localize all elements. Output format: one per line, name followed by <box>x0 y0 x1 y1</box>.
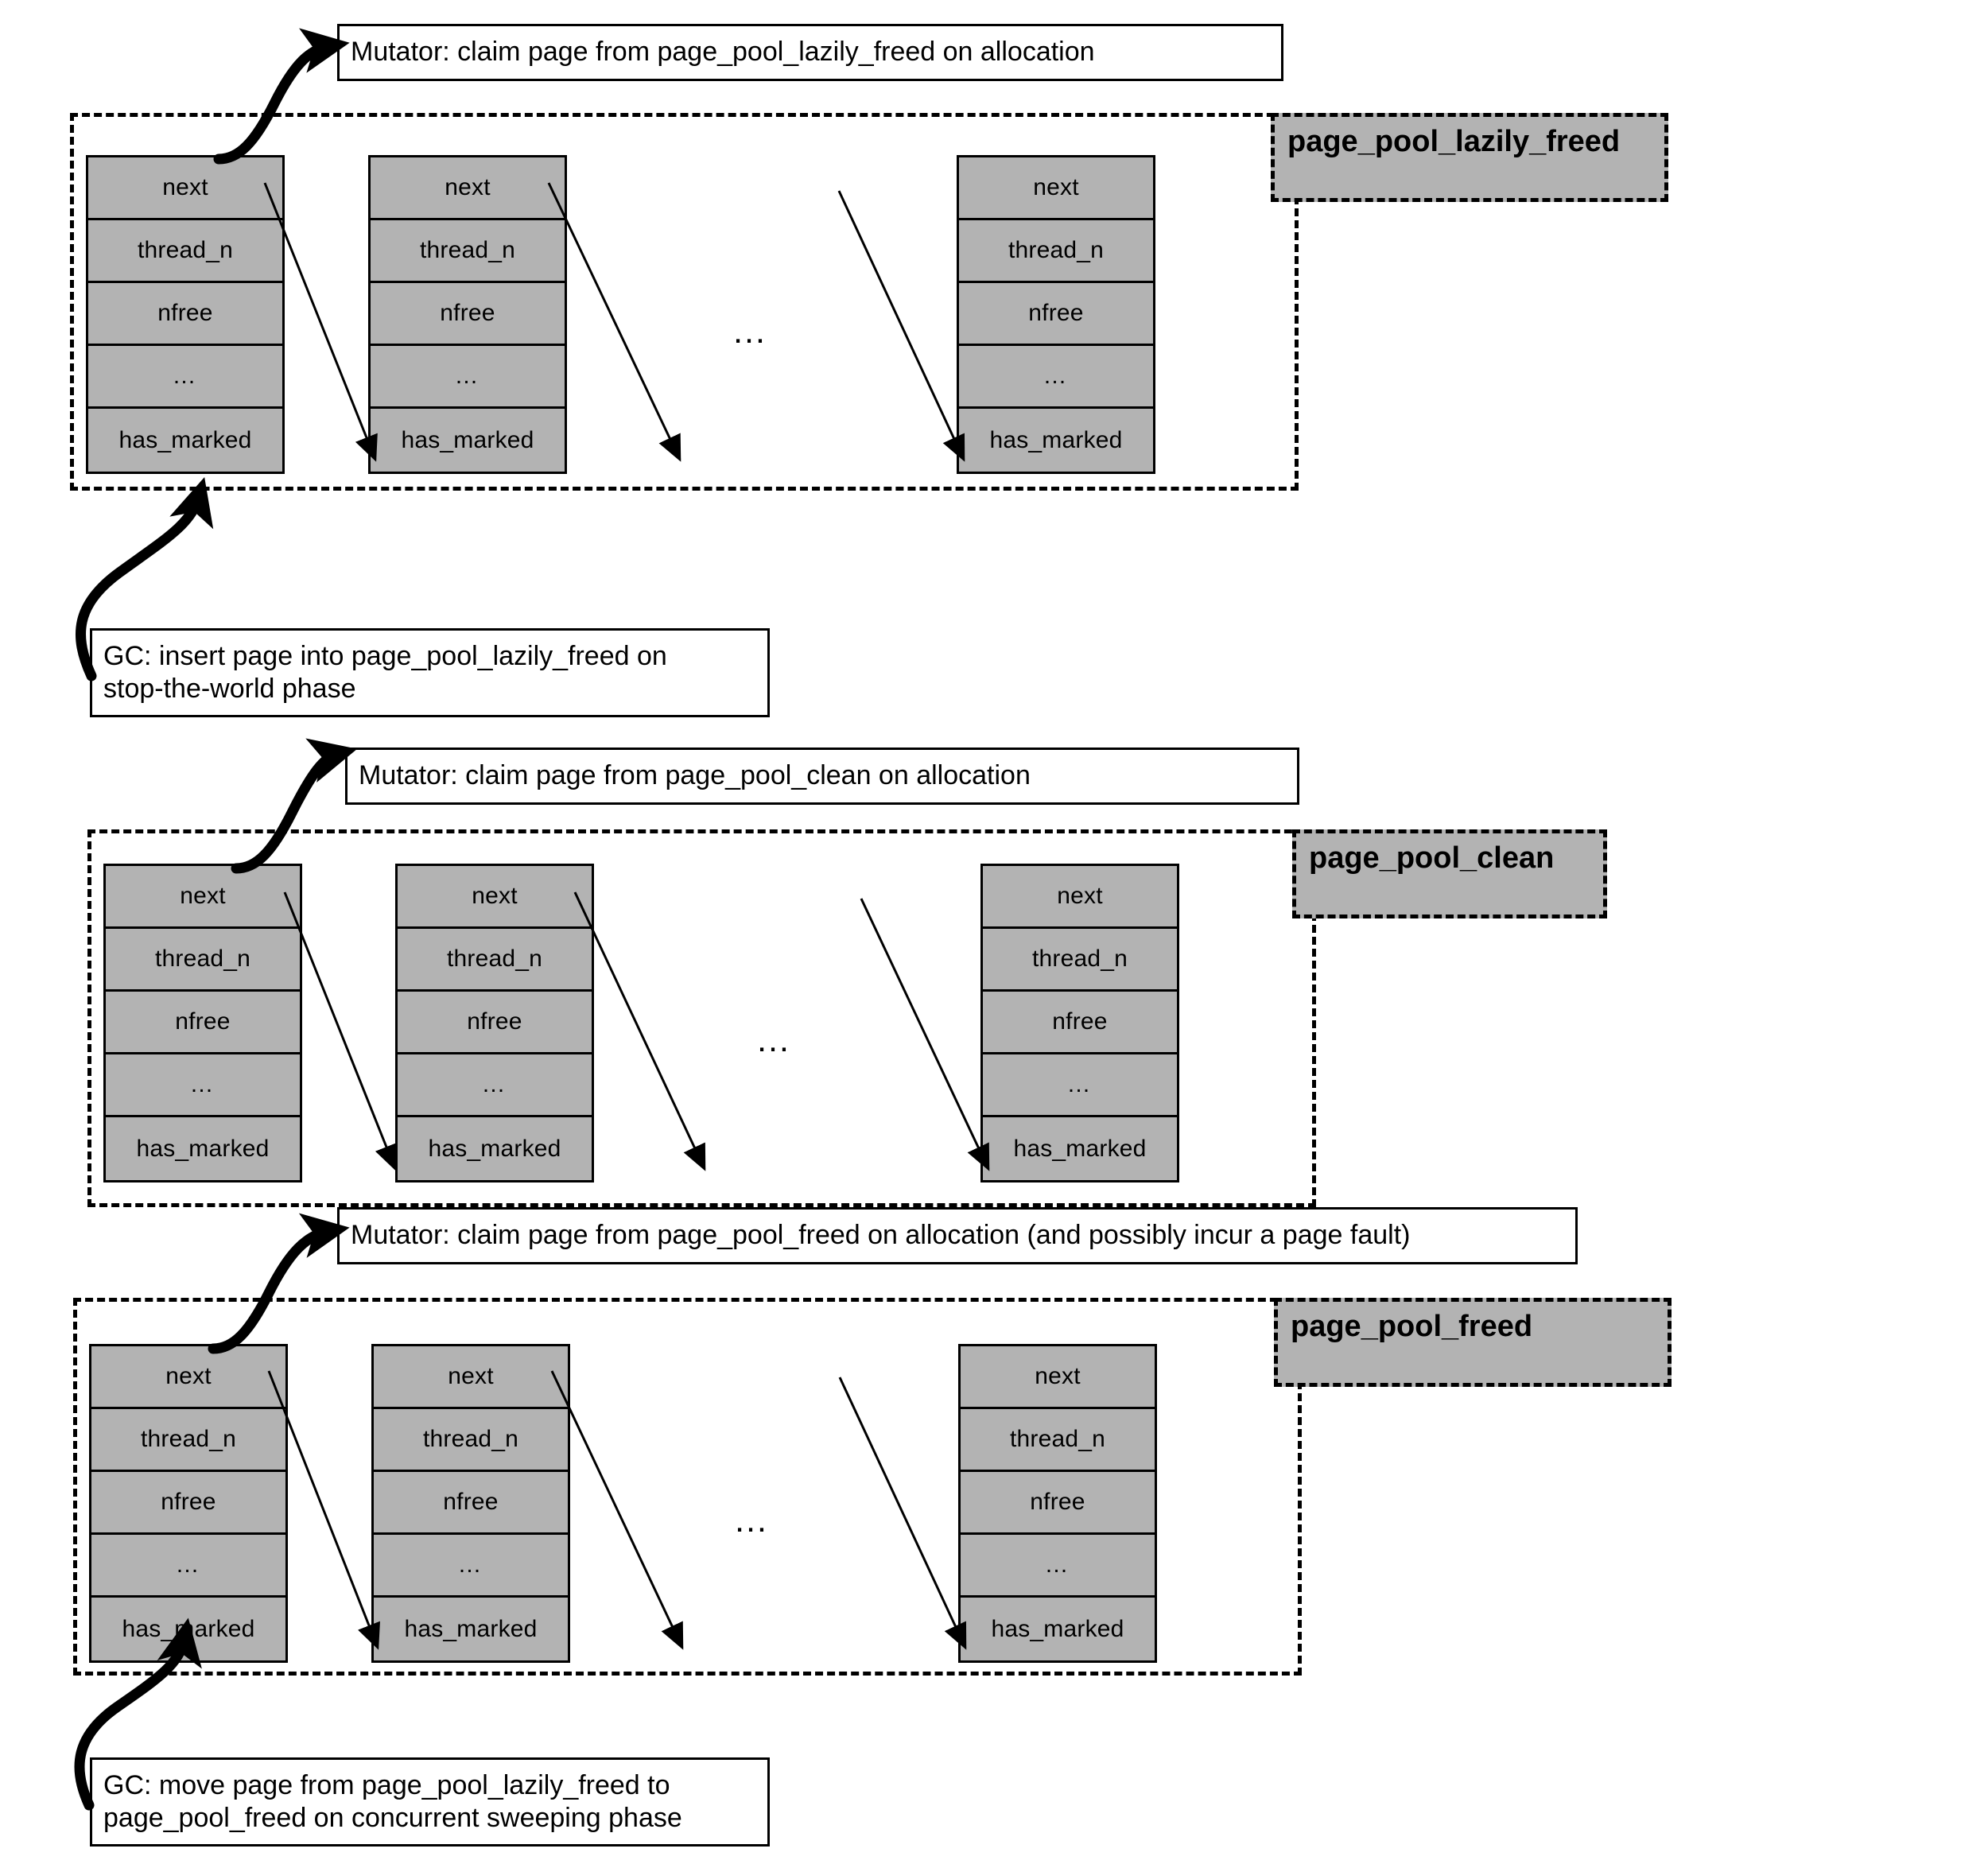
callout-mutator-freed-text: Mutator: claim page from page_pool_freed… <box>351 1220 1411 1251</box>
pool-label-lazily-freed-text: page_pool_lazily_freed <box>1287 125 1621 158</box>
struct-field-next: next <box>983 866 1177 929</box>
struct-field-thread-n: thread_n <box>88 220 282 283</box>
callout-mutator-freed: Mutator: claim page from page_pool_freed… <box>337 1207 1578 1264</box>
callout-mutator-lazily-freed-text: Mutator: claim page from page_pool_lazil… <box>351 37 1095 68</box>
struct-field-has-marked: has_marked <box>991 1615 1124 1642</box>
pool-label-freed: page_pool_freed <box>1274 1298 1672 1387</box>
struct-field-thread-n: thread_n <box>374 1409 568 1472</box>
struct-field-thread-n: thread_n <box>106 929 300 992</box>
struct-page-freed-3: next thread_n nfree … has_marked <box>958 1344 1157 1663</box>
gap-ellipsis-lazily-freed: … <box>732 312 772 351</box>
struct-field-next: next <box>398 866 592 929</box>
struct-field-has-marked: has_marked <box>989 426 1123 453</box>
gap-ellipsis-freed: … <box>733 1501 774 1540</box>
struct-field-ellipsis: … <box>398 1054 592 1117</box>
struct-page-lazily-freed-1: next thread_n nfree … has_marked <box>86 155 285 474</box>
struct-field-thread-n: thread_n <box>961 1409 1155 1472</box>
callout-mutator-lazily-freed: Mutator: claim page from page_pool_lazil… <box>337 24 1283 81</box>
struct-field-nfree: nfree <box>106 992 300 1054</box>
pool-label-clean-text: page_pool_clean <box>1309 841 1555 875</box>
struct-field-ellipsis: … <box>961 1535 1155 1598</box>
pool-label-lazily-freed: page_pool_lazily_freed <box>1271 113 1668 202</box>
struct-field-has-marked: has_marked <box>401 426 534 453</box>
struct-field-has-marked: has_marked <box>122 1615 255 1642</box>
struct-field-ellipsis: … <box>91 1535 285 1598</box>
struct-field-nfree: nfree <box>959 283 1153 346</box>
struct-field-nfree: nfree <box>88 283 282 346</box>
struct-page-lazily-freed-2: next thread_n nfree … has_marked <box>368 155 567 474</box>
struct-field-has-marked: has_marked <box>118 426 252 453</box>
struct-field-ellipsis: … <box>959 346 1153 409</box>
struct-field-next: next <box>374 1346 568 1409</box>
struct-page-freed-2: next thread_n nfree … has_marked <box>371 1344 570 1663</box>
struct-field-nfree: nfree <box>983 992 1177 1054</box>
pool-container-lazily-freed <box>70 113 1299 491</box>
struct-field-has-marked: has_marked <box>136 1135 270 1162</box>
callout-gc-freed-text: GC: move page from page_pool_lazily_free… <box>103 1769 682 1833</box>
struct-field-ellipsis: … <box>983 1054 1177 1117</box>
struct-page-freed-1: next thread_n nfree … has_marked <box>89 1344 288 1663</box>
struct-field-next: next <box>91 1346 285 1409</box>
struct-field-has-marked: has_marked <box>1013 1135 1147 1162</box>
pool-label-clean: page_pool_clean <box>1292 829 1607 918</box>
pool-container-clean <box>87 829 1316 1207</box>
struct-field-nfree: nfree <box>374 1472 568 1535</box>
struct-field-ellipsis: … <box>374 1535 568 1598</box>
struct-page-clean-2: next thread_n nfree … has_marked <box>395 864 594 1182</box>
struct-field-next: next <box>959 157 1153 220</box>
struct-page-clean-1: next thread_n nfree … has_marked <box>103 864 302 1182</box>
struct-page-clean-3: next thread_n nfree … has_marked <box>980 864 1179 1182</box>
pool-container-freed <box>73 1298 1302 1676</box>
struct-field-thread-n: thread_n <box>959 220 1153 283</box>
struct-field-ellipsis: … <box>371 346 565 409</box>
struct-field-next: next <box>961 1346 1155 1409</box>
struct-field-nfree: nfree <box>398 992 592 1054</box>
callout-mutator-clean-text: Mutator: claim page from page_pool_clean… <box>359 760 1031 791</box>
struct-field-thread-n: thread_n <box>398 929 592 992</box>
struct-field-has-marked: has_marked <box>404 1615 538 1642</box>
pool-label-freed-text: page_pool_freed <box>1291 1310 1533 1343</box>
struct-field-nfree: nfree <box>371 283 565 346</box>
struct-field-nfree: nfree <box>91 1472 285 1535</box>
callout-mutator-clean: Mutator: claim page from page_pool_clean… <box>345 748 1299 805</box>
struct-field-nfree: nfree <box>961 1472 1155 1535</box>
struct-field-has-marked: has_marked <box>428 1135 561 1162</box>
struct-field-thread-n: thread_n <box>983 929 1177 992</box>
gap-ellipsis-clean: … <box>755 1020 796 1059</box>
struct-field-thread-n: thread_n <box>371 220 565 283</box>
callout-gc-freed: GC: move page from page_pool_lazily_free… <box>90 1757 770 1847</box>
struct-field-next: next <box>106 866 300 929</box>
struct-field-thread-n: thread_n <box>91 1409 285 1472</box>
struct-field-ellipsis: … <box>88 346 282 409</box>
callout-gc-lazily-freed-text: GC: insert page into page_pool_lazily_fr… <box>103 640 667 704</box>
struct-field-next: next <box>88 157 282 220</box>
callout-gc-lazily-freed: GC: insert page into page_pool_lazily_fr… <box>90 628 770 717</box>
struct-field-ellipsis: … <box>106 1054 300 1117</box>
struct-page-lazily-freed-3: next thread_n nfree … has_marked <box>957 155 1155 474</box>
struct-field-next: next <box>371 157 565 220</box>
